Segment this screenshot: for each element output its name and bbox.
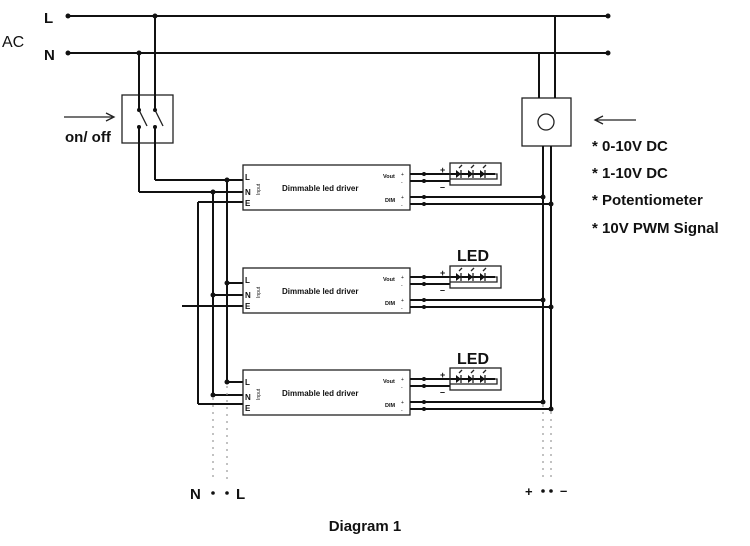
dim-option-0: * 0-10V DC xyxy=(592,138,668,155)
pin-l-label: L xyxy=(245,173,250,182)
arrow-icon xyxy=(593,115,636,125)
vout-minus: - xyxy=(401,180,403,186)
driver-title: Dimmable led driver xyxy=(282,184,358,193)
led-minus: – xyxy=(440,387,445,397)
dim-plus: + xyxy=(401,195,404,201)
on-off-switch xyxy=(121,16,174,192)
led-diode-icon xyxy=(456,170,461,178)
led-plus: + xyxy=(440,268,445,278)
pin-e-label: E xyxy=(245,404,251,413)
ac-label: AC xyxy=(2,34,24,51)
led-strip: +– xyxy=(440,367,502,397)
led-diode-icon xyxy=(456,273,461,281)
led-label: LED xyxy=(457,248,489,265)
switch-label: on/ off xyxy=(65,129,112,146)
led-minus: – xyxy=(440,285,445,295)
vout-plus: + xyxy=(401,275,404,281)
dim-option-2: * Potentiometer xyxy=(592,192,703,209)
dim-plus: + xyxy=(401,298,404,304)
dimmer-control xyxy=(521,16,572,409)
dim-label: DIM xyxy=(385,198,396,204)
led-strip: +– xyxy=(440,162,502,192)
vout-label: Vout xyxy=(383,379,395,385)
led-label: LED xyxy=(457,351,489,368)
bottom-n-label: N xyxy=(190,486,201,503)
dim-minus: - xyxy=(401,306,403,312)
led-minus: – xyxy=(440,182,445,192)
led-diode-icon xyxy=(468,375,473,383)
dim-minus: - xyxy=(401,408,403,414)
input-label: Input xyxy=(256,183,262,195)
dim-minus: - xyxy=(401,203,403,209)
driver-title: Dimmable led driver xyxy=(282,389,358,398)
bottom-plus-label: + xyxy=(525,484,533,499)
line-n-label: N xyxy=(44,47,55,64)
bottom-minus-label: – xyxy=(560,483,567,498)
led-plus: + xyxy=(440,370,445,380)
pin-e-label: E xyxy=(245,199,251,208)
dim-option-1: * 1-10V DC xyxy=(592,165,668,182)
line-l-label: L xyxy=(44,10,53,27)
vout-plus: + xyxy=(401,377,404,383)
pin-n-label: N xyxy=(245,393,251,402)
dim-label: DIM xyxy=(385,403,396,409)
led-plus: + xyxy=(440,165,445,175)
vout-label: Vout xyxy=(383,174,395,180)
driver-title: Dimmable led driver xyxy=(282,287,358,296)
pin-l-label: L xyxy=(245,276,250,285)
led-diode-icon xyxy=(480,170,485,178)
pin-l-label: L xyxy=(245,378,250,387)
dim-label: DIM xyxy=(385,301,396,307)
caption: Diagram 1 xyxy=(329,518,402,535)
led-diode-icon xyxy=(456,375,461,383)
vout-plus: + xyxy=(401,172,404,178)
led-diode-icon xyxy=(480,273,485,281)
vout-minus: - xyxy=(401,385,403,391)
vout-label: Vout xyxy=(383,277,395,283)
vout-minus: - xyxy=(401,283,403,289)
pin-e-label: E xyxy=(245,302,251,311)
dim-option-3: * 10V PWM Signal xyxy=(592,220,719,237)
arrow-icon xyxy=(64,112,116,122)
led-diode-icon xyxy=(468,170,473,178)
input-label: Input xyxy=(256,388,262,400)
led-strip: +– xyxy=(440,265,502,295)
bottom-l-label: L xyxy=(236,486,245,503)
led-diode-icon xyxy=(480,375,485,383)
pin-n-label: N xyxy=(245,291,251,300)
led-diode-icon xyxy=(468,273,473,281)
pin-n-label: N xyxy=(245,188,251,197)
input-label: Input xyxy=(256,286,262,298)
dim-plus: + xyxy=(401,400,404,406)
